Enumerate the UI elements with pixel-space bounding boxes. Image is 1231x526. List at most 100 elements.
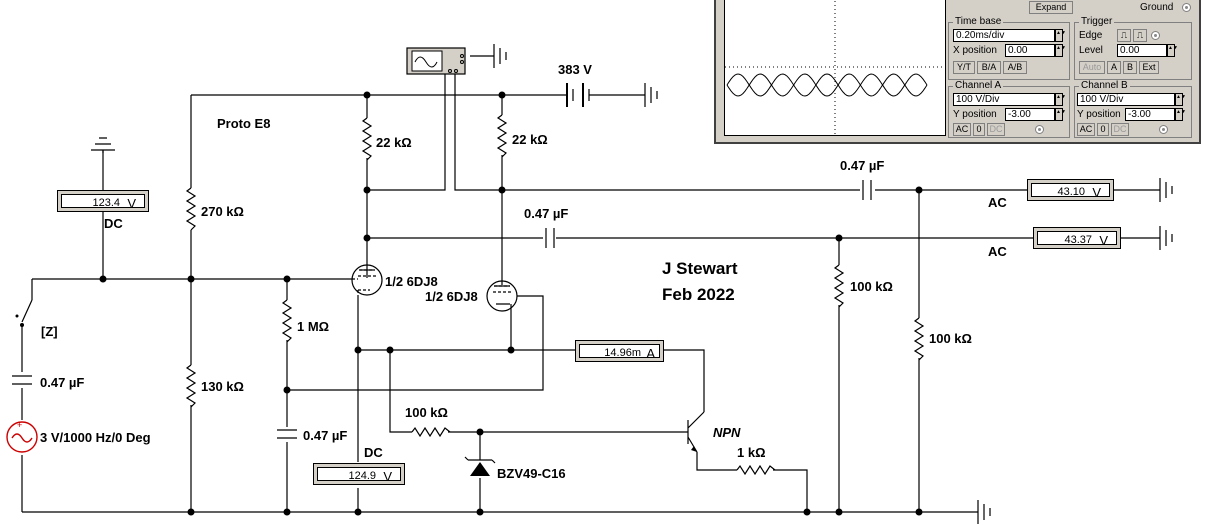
xpos-label: X position [953, 45, 997, 56]
ac-source-icon[interactable]: + [6, 420, 38, 453]
source-label: 3 V/1000 Hz/0 Deg [40, 430, 151, 445]
author-label: J Stewart [662, 259, 738, 278]
resistor-plate-right[interactable] [496, 114, 508, 158]
resistor-270k[interactable] [185, 187, 197, 231]
channel-a-title: Channel A [953, 80, 1004, 91]
meter-value: 43.10 [1057, 186, 1085, 198]
capacitor-out-bottom[interactable] [545, 228, 555, 248]
trigger-a-button[interactable]: A [1107, 61, 1121, 74]
edge-falling-button[interactable]: ⎍ [1133, 29, 1147, 42]
resistor-emitter[interactable] [736, 464, 776, 476]
capacitor-input[interactable] [12, 375, 32, 385]
resistor-plate-left[interactable] [361, 117, 373, 161]
resistor-130k[interactable] [185, 364, 197, 408]
channel-b-scale-spinner[interactable]: ▲▼ [1175, 93, 1186, 106]
capacitor-grid[interactable] [277, 429, 297, 439]
timebase-spinner[interactable]: ▲▼ [1055, 29, 1066, 42]
resistor-base[interactable] [411, 426, 451, 438]
resistor-1m[interactable] [281, 299, 293, 343]
ab-button[interactable]: A/B [1003, 61, 1027, 74]
wire-scope-a[interactable] [367, 72, 446, 191]
supply-voltage-label: 383 V [558, 62, 592, 77]
r-load-right-label: 100 kΩ [929, 331, 972, 346]
channel-b-zero-button[interactable]: 0 [1097, 123, 1109, 136]
ground-radio[interactable] [1182, 3, 1191, 12]
oscilloscope-window[interactable]: Expand Ground Time base 0.20ms/div ▲▼ X … [714, 0, 1201, 144]
channel-a-radio[interactable] [1035, 125, 1044, 134]
c-out-top-label: 0.47 µF [840, 158, 884, 173]
r-divider-bottom-label: 130 kΩ [201, 379, 244, 394]
zener-diode-icon[interactable] [464, 456, 496, 476]
auto-button[interactable]: Auto [1079, 61, 1105, 74]
channel-a-scale-spinner[interactable]: ▲▼ [1055, 93, 1066, 106]
channel-a-zero-button[interactable]: 0 [973, 123, 985, 136]
ground-label: Ground [1140, 2, 1174, 13]
channel-b-dc-button[interactable]: DC [1111, 123, 1129, 136]
wire-emitter[interactable] [696, 452, 808, 512]
channel-a-dc-button[interactable]: DC [987, 123, 1005, 136]
channel-b-scale-field[interactable]: 100 V/Div [1077, 93, 1175, 106]
switch-icon[interactable] [15, 299, 33, 327]
xpos-spinner[interactable]: ▲▼ [1055, 44, 1066, 57]
r-plate-left-label: 22 kΩ [376, 135, 412, 150]
ac-label-bottom: AC [988, 244, 1007, 259]
wire-meter-grounds[interactable] [1112, 189, 1160, 239]
trigger-ext-button[interactable]: Ext [1139, 61, 1159, 74]
expand-button[interactable]: Expand [1029, 1, 1073, 14]
edge-radio[interactable] [1151, 31, 1160, 40]
wire-base[interactable] [389, 350, 688, 433]
xpos-field[interactable]: 0.00 [1005, 44, 1055, 57]
trigger-title: Trigger [1079, 16, 1115, 27]
trace-channel-a [726, 73, 928, 97]
level-field[interactable]: 0.00 [1117, 44, 1167, 57]
wire-grid-right[interactable] [287, 295, 544, 391]
channel-b-ypos-label: Y position [1077, 109, 1121, 120]
channel-a-ypos-spinner[interactable]: ▲▼ [1055, 108, 1066, 121]
channel-b-ac-button[interactable]: AC [1077, 123, 1095, 136]
edge-label: Edge [1079, 30, 1103, 41]
channel-a-scale-field[interactable]: 100 V/Div [953, 93, 1055, 106]
resistor-load-left[interactable] [833, 264, 845, 308]
channel-b-title: Channel B [1079, 80, 1130, 91]
meter-value: 14.96m [604, 347, 641, 359]
c-grid-label: 0.47 µF [303, 428, 347, 443]
triode-left-icon[interactable] [351, 264, 383, 296]
timebase-panel: Time base 0.20ms/div ▲▼ X position 0.00 … [948, 16, 1070, 80]
r-grid-label: 1 MΩ [297, 319, 329, 334]
trigger-b-button[interactable]: B [1123, 61, 1137, 74]
battery-icon[interactable] [563, 83, 590, 107]
triode-right-icon[interactable] [486, 280, 518, 312]
channel-a-ypos-field[interactable]: -3.00 [1005, 108, 1055, 121]
resistor-load-right[interactable] [913, 317, 925, 361]
date-label: Feb 2022 [662, 285, 735, 304]
wire-out-top[interactable] [454, 72, 1027, 191]
ba-button[interactable]: B/A [977, 61, 1001, 74]
channel-a-ac-button[interactable]: AC [953, 123, 971, 136]
edge-rising-button[interactable]: ⎍ [1117, 29, 1131, 42]
channel-b-radio[interactable] [1159, 125, 1168, 134]
oscilloscope-probe-icon[interactable] [406, 47, 466, 75]
svg-text:+: + [17, 420, 22, 430]
level-spinner[interactable]: ▲▼ [1167, 44, 1178, 57]
ac-label-top: AC [988, 195, 1007, 210]
ground-icon [91, 44, 1173, 524]
npn-transistor-icon[interactable] [687, 411, 705, 453]
c-out-bottom-label: 0.47 µF [524, 206, 568, 221]
channel-b-ypos-spinner[interactable]: ▲▼ [1175, 108, 1186, 121]
capacitor-out-top[interactable] [862, 180, 872, 200]
meter-value: 43.37 [1064, 234, 1092, 246]
meter-unit: V [127, 196, 136, 211]
channel-b-ypos-field[interactable]: -3.00 [1125, 108, 1175, 121]
r-emitter-label: 1 kΩ [737, 445, 766, 460]
timebase-field[interactable]: 0.20ms/div [953, 29, 1055, 42]
wire-source[interactable] [21, 279, 33, 512]
channel-a-panel: Channel A 100 V/Div ▲▼ Y position -3.00 … [948, 80, 1070, 138]
yt-button[interactable]: Y/T [953, 61, 975, 74]
